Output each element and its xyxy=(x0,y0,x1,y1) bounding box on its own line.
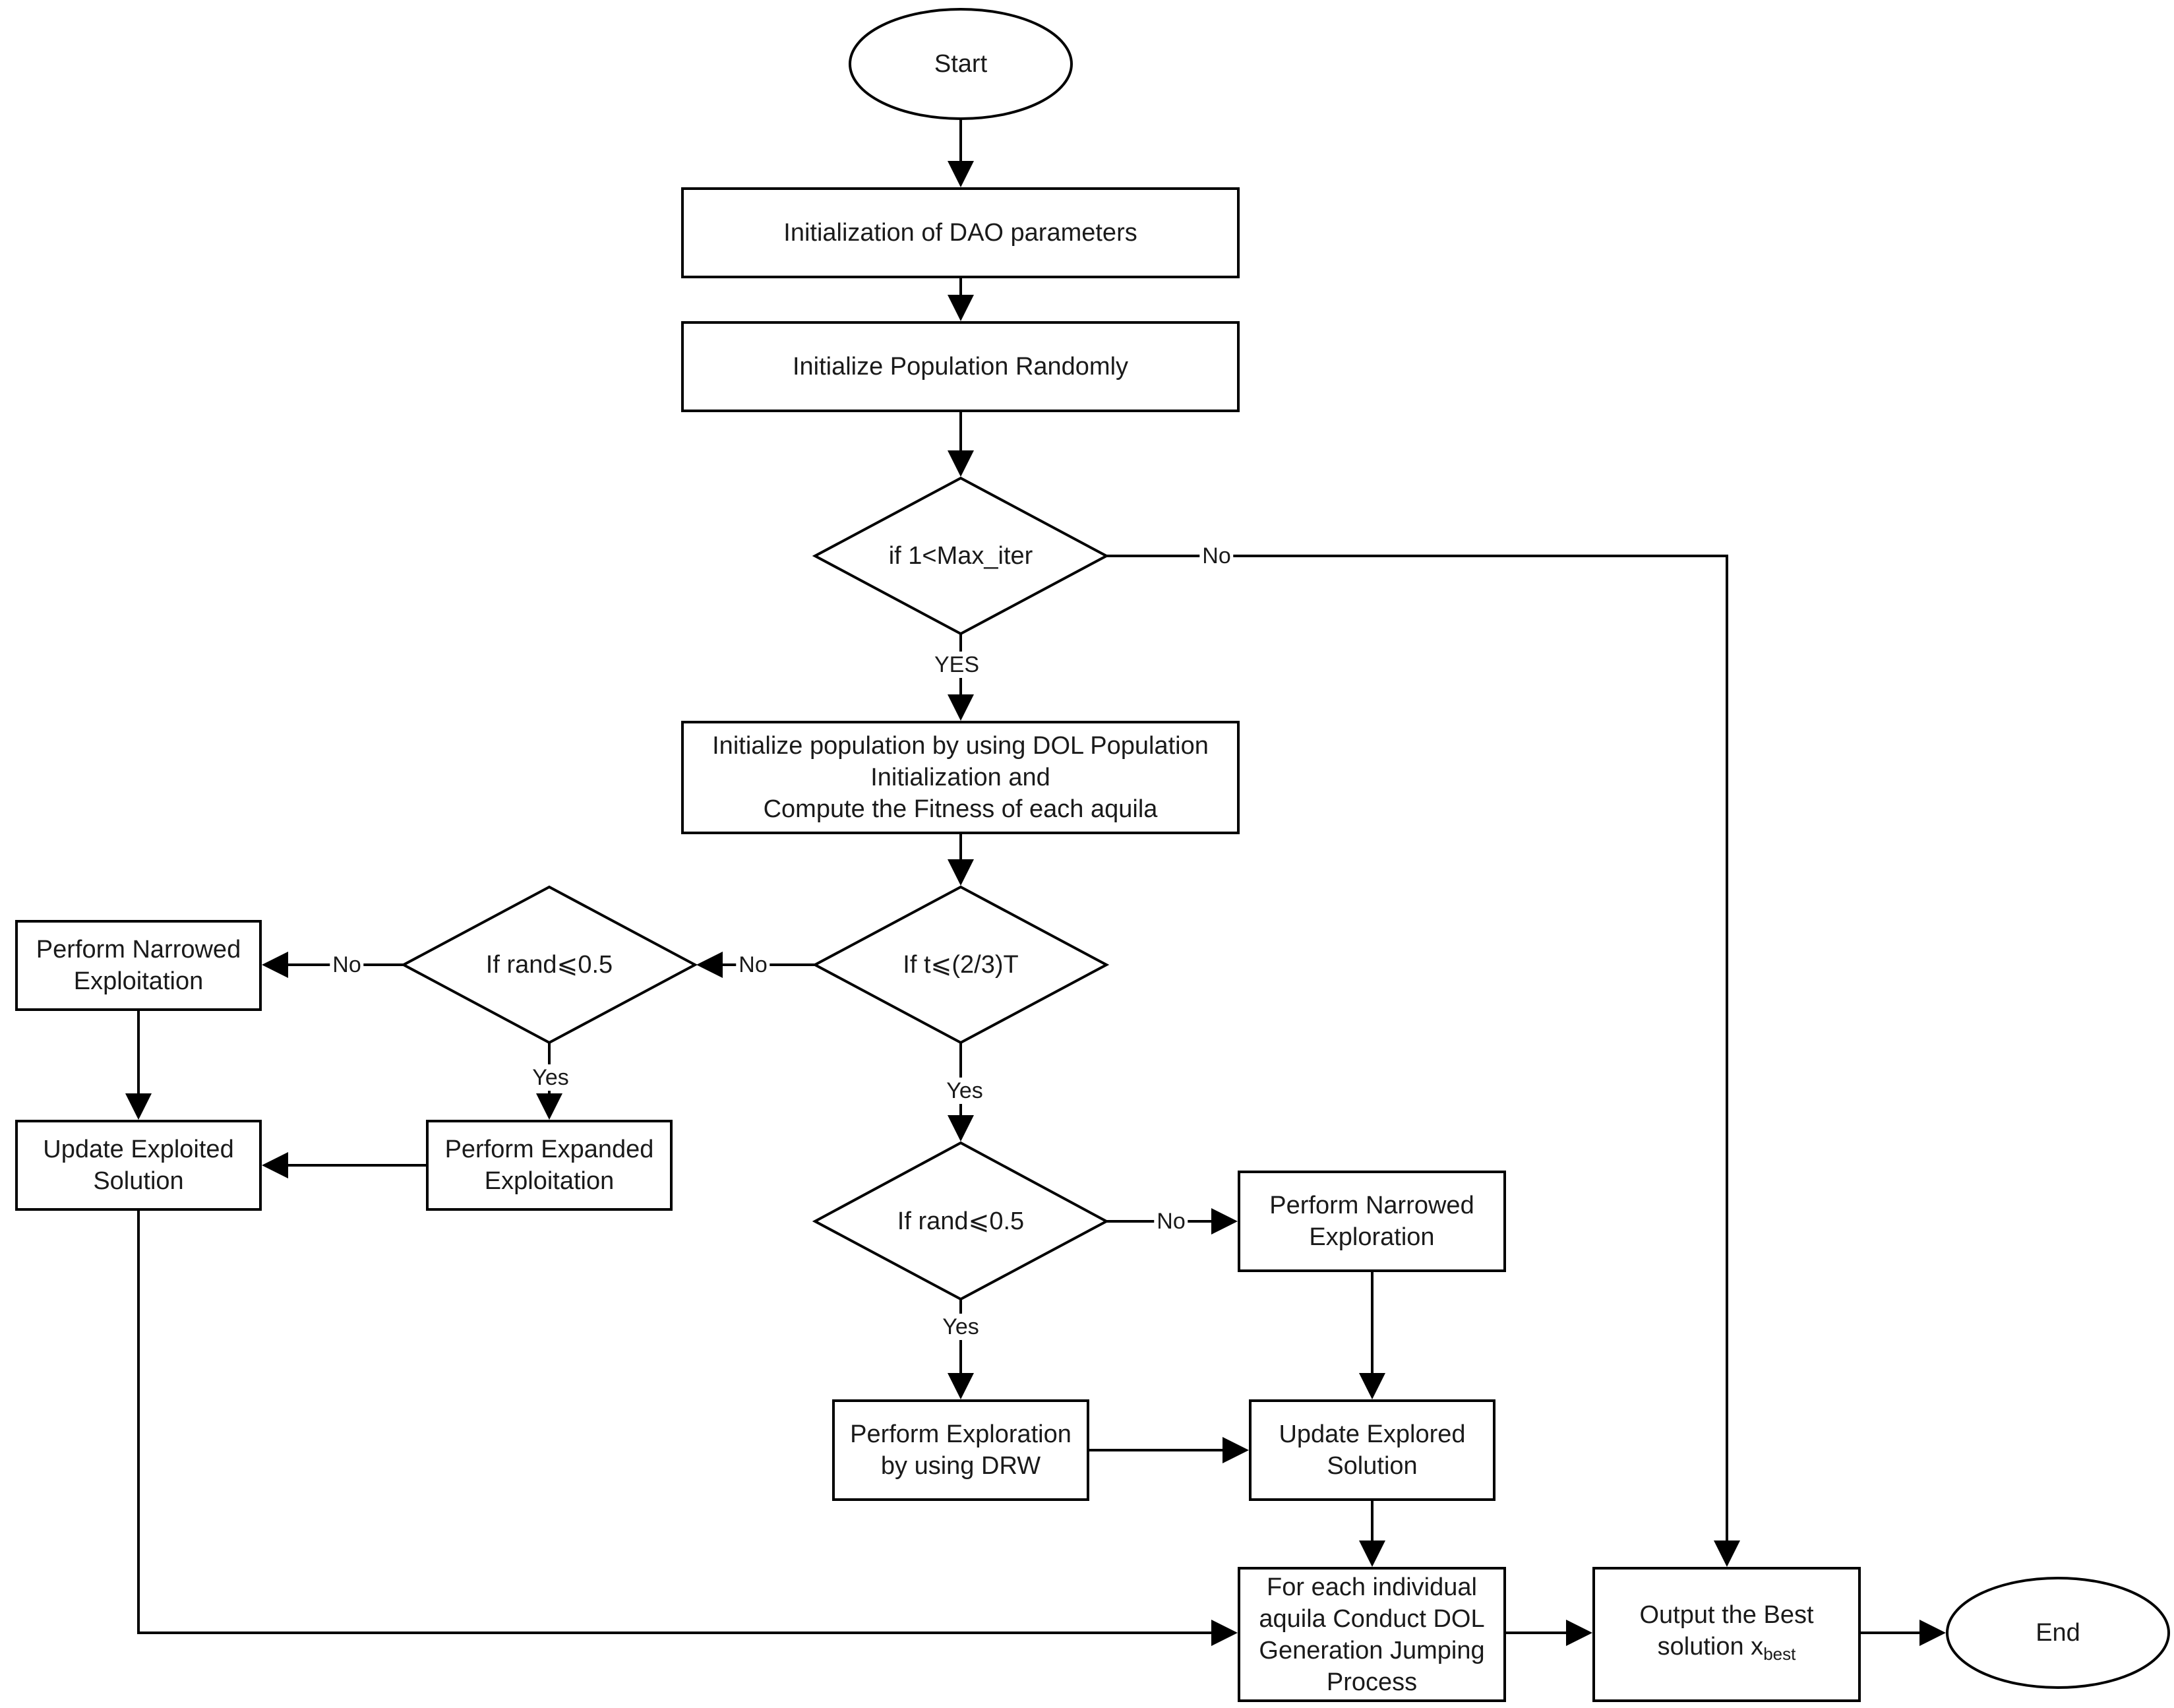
edge-label-t-no: No xyxy=(736,952,770,978)
start-label: Start xyxy=(934,50,988,78)
edge-label-iter-yes: YES xyxy=(931,652,982,678)
exploration-drw-label: Perform Exploration by using DRW xyxy=(850,1420,1072,1480)
edge-updateexploited-to-jumping xyxy=(137,1209,1238,1646)
edge-label-rand-right-no: No xyxy=(1154,1208,1188,1235)
edge-label-rand-right-yes: Yes xyxy=(940,1314,982,1340)
edge-label-iter-no: No xyxy=(1199,543,1234,569)
dol-init-label: Initialize population by using DOL Popul… xyxy=(712,732,1209,823)
cond-rand-left-label: If rand⩽0.5 xyxy=(485,951,613,979)
init-params-label: Initialization of DAO parameters xyxy=(783,219,1137,247)
expanded-exploitation-label: Perform Expanded Exploitation xyxy=(444,1136,654,1195)
dol-init-box xyxy=(681,721,1240,834)
narrowed-exploitation-box xyxy=(15,920,262,1011)
output-best-box xyxy=(1592,1567,1861,1702)
narrowed-exploration-box xyxy=(1238,1171,1506,1272)
init-pop-label: Initialize Population Randomly xyxy=(792,353,1129,381)
output-best-label: Output the Best solution xbest xyxy=(1594,1568,1859,1701)
narrowed-exploitation-label: Perform Narrowed Exploitation xyxy=(36,936,241,995)
dol-jumping-label: For each individual aquila Conduct DOL G… xyxy=(1259,1573,1485,1696)
init-pop-box xyxy=(681,321,1240,412)
expanded-exploitation-box xyxy=(426,1120,673,1211)
update-explored-label: Update Explored Solution xyxy=(1279,1420,1466,1480)
edge-label-t-yes: Yes xyxy=(944,1078,986,1104)
cond-t-label: If t⩽(2/3)T xyxy=(903,951,1019,979)
edge-label-rand-left-yes: Yes xyxy=(529,1064,572,1091)
output-best-subscript: best xyxy=(1763,1644,1796,1664)
narrowed-exploration-label: Perform Narrowed Exploration xyxy=(1269,1192,1474,1251)
end-label: End xyxy=(2036,1619,2080,1647)
output-best-text: Output the Best solution xbest xyxy=(1639,1601,1814,1664)
edge-label-rand-left-no: No xyxy=(330,952,364,978)
init-params-box xyxy=(681,187,1240,278)
cond-iter-label: if 1<Max_iter xyxy=(888,542,1033,570)
cond-rand-right-label: If rand⩽0.5 xyxy=(897,1207,1025,1235)
dol-jumping-box xyxy=(1238,1567,1506,1702)
update-explored-box xyxy=(1249,1399,1495,1501)
edge-iter-no xyxy=(1106,555,1740,1567)
update-exploited-label: Update Exploited Solution xyxy=(43,1136,234,1195)
update-exploited-box xyxy=(15,1120,262,1211)
end-terminal xyxy=(1946,1577,2170,1689)
